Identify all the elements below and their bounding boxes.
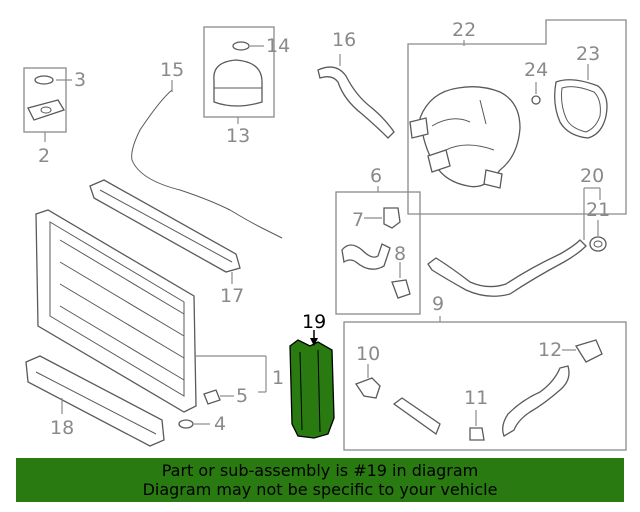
part-15-group: 15: [131, 59, 283, 239]
callout-2: 2: [38, 145, 50, 167]
part-9-group: 9 10 11 12: [343, 293, 627, 451]
callout-3: 3: [74, 69, 86, 91]
part-13-reservoir: [213, 59, 263, 107]
part-1-radiator: [35, 209, 197, 413]
part-19-air-guide: [289, 339, 335, 439]
callout-15: 15: [160, 59, 184, 81]
part-22-group: 22 23 24: [407, 19, 627, 215]
part-4-mount: [178, 419, 194, 429]
part-6-group: 6 7 8: [335, 165, 421, 315]
part-20-group: 20 21: [427, 165, 610, 297]
part-14-cap: [232, 41, 250, 51]
callout-13: 13: [226, 125, 250, 147]
part-5-plug: [203, 389, 221, 405]
part-12-fitting: [574, 339, 603, 363]
callout-16: 16: [332, 29, 356, 51]
part-16-group: 16: [317, 29, 395, 139]
callout-9: 9: [432, 293, 444, 315]
callout-22: 22: [452, 19, 476, 41]
part-13-box: [203, 26, 275, 118]
callout-23: 23: [576, 43, 600, 65]
part-2-3-group: 3 2: [23, 67, 86, 167]
part-18-group: 18: [25, 355, 165, 447]
callout-10: 10: [356, 343, 380, 365]
part-2-bracket: [27, 99, 65, 121]
callout-24: 24: [524, 59, 548, 81]
part-13-14-group: 14 13: [203, 26, 290, 147]
callout-7: 7: [352, 209, 364, 231]
part-1-group: 1: [35, 209, 284, 413]
part-8-sensor: [391, 279, 411, 299]
footer-banner: Part or sub-assembly is #19 in diagram D…: [16, 458, 624, 502]
part-21-oring: [589, 236, 607, 252]
callout-11: 11: [464, 387, 488, 409]
callout-5: 5: [236, 385, 248, 407]
part-17-group: 17: [89, 179, 244, 307]
callout-17: 17: [220, 285, 244, 307]
callout-4: 4: [214, 413, 226, 435]
part-4-5-group: 5 4: [178, 385, 248, 435]
part-18-guide: [25, 355, 165, 447]
part-hose-straight: [392, 397, 441, 436]
part-22-box: [407, 19, 627, 215]
part-19-group: 19: [289, 311, 335, 439]
part-lower-hose: [502, 365, 570, 437]
footer-line-2: Diagram may not be specific to your vehi…: [142, 480, 498, 499]
callout-19: 19: [302, 311, 326, 333]
part-20-pipe: [427, 239, 587, 297]
callout-12: 12: [538, 339, 562, 361]
callout-20: 20: [580, 165, 604, 187]
callout-14: 14: [266, 35, 290, 57]
part-6-hose: [341, 243, 391, 270]
callout-1: 1: [272, 367, 284, 389]
part-7-fitting: [383, 207, 401, 229]
footer-line-1: Part or sub-assembly is #19 in diagram: [161, 461, 479, 480]
part-11-connector: [469, 427, 485, 441]
callout-6: 6: [370, 165, 382, 187]
callout-8: 8: [394, 243, 406, 265]
callout-18: 18: [50, 417, 74, 439]
part-3-washer: [34, 75, 54, 85]
callout-21: 21: [586, 199, 610, 221]
part-23-gasket: [554, 79, 608, 139]
part-10-fitting: [355, 377, 381, 399]
part-9-box: [343, 321, 627, 451]
part-16-hose: [317, 66, 395, 139]
part-24-sensor: [531, 95, 541, 105]
part-15-hose: [131, 89, 283, 239]
